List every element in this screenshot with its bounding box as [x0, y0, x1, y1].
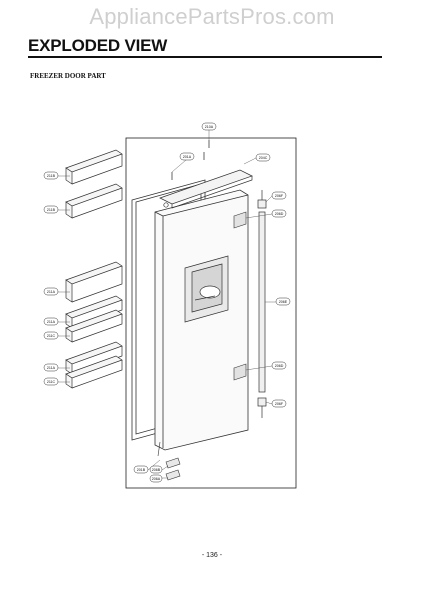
- callout-211c-1: 211C: [47, 334, 56, 338]
- callout-201a: 201A: [183, 155, 192, 159]
- callout-204c: 204C: [259, 156, 268, 160]
- callout-211b-mid: 211B: [47, 208, 56, 212]
- callout-211b-top: 211B: [47, 174, 56, 178]
- watermark-text: AppliancePartsPros.com: [89, 4, 335, 29]
- callout-211c-2: 211C: [47, 380, 56, 384]
- door-hinge-brackets: [233, 211, 247, 381]
- dispenser-recess: [184, 255, 229, 323]
- callout-211a-2: 211A: [47, 320, 56, 324]
- callout-206f-top: 206F: [275, 194, 284, 198]
- callout-206d-top: 206D: [275, 212, 284, 216]
- door-bins: [65, 149, 123, 389]
- callout-206d-bot: 206D: [275, 364, 284, 368]
- section-title: FREEZER DOOR PART: [30, 72, 106, 80]
- diagram-frame: [125, 137, 297, 489]
- bottom-hinge-parts: [157, 441, 181, 481]
- leader-lines: [58, 130, 276, 479]
- callout-210a: 210A: [205, 125, 214, 129]
- callout-211a-3: 211A: [47, 366, 56, 370]
- title-divider: [28, 56, 382, 58]
- screws: [171, 140, 210, 180]
- page-title: EXPLODED VIEW: [28, 36, 168, 55]
- callout-206b: 206B: [152, 468, 161, 472]
- callout-211a-1: 211A: [47, 290, 56, 294]
- door-panel: [154, 189, 249, 451]
- callout-bubbles: [43, 122, 291, 483]
- callout-206f-bot: 206F: [275, 402, 284, 406]
- handle-rod: [257, 190, 267, 418]
- callout-201b: 201B: [137, 468, 146, 472]
- door-top-cap: [159, 169, 253, 209]
- page-number: - 136 -: [201, 552, 223, 559]
- callout-206e: 206E: [279, 300, 288, 304]
- callout-206a: 206A: [152, 477, 161, 481]
